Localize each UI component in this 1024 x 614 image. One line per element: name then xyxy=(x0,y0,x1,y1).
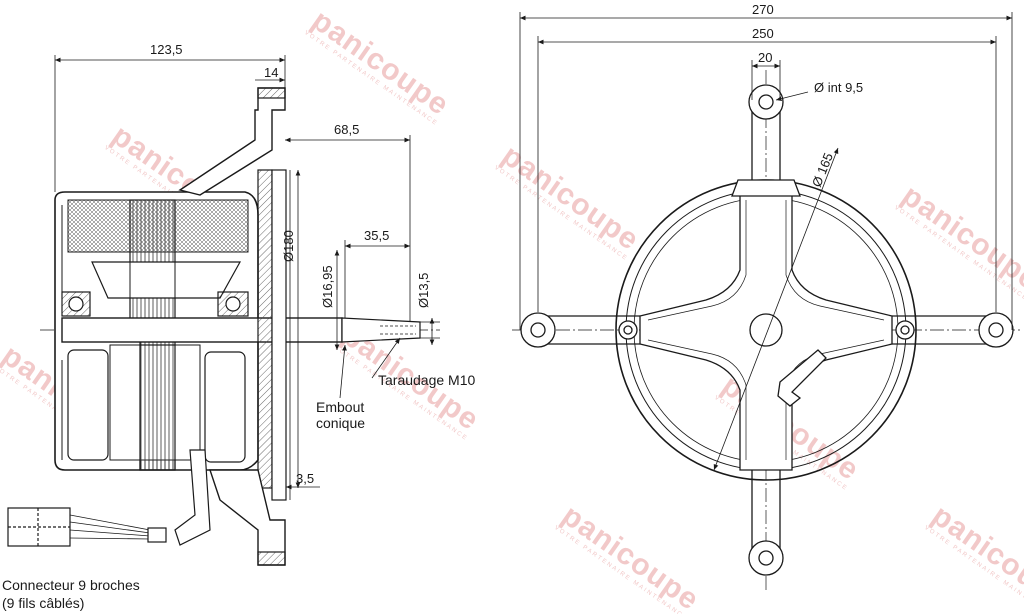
watermark-brand: panicoupe xyxy=(896,179,1024,297)
dim-flange-thickness: 14 xyxy=(264,65,278,80)
label-thread: Taraudage M10 xyxy=(378,372,476,388)
dim-arm-width: 20 xyxy=(758,50,772,65)
dim-taper-length: 35,5 xyxy=(364,228,389,243)
front-dimension-lines xyxy=(519,12,1013,471)
watermark-brand: panicoupe xyxy=(306,4,455,122)
dim-hole-diameter: Ø int 9,5 xyxy=(814,80,863,95)
dim-length-overall: 123,5 xyxy=(150,42,183,57)
dim-gap: 3,5 xyxy=(296,471,314,486)
dim-shaft-diameter: Ø16,95 xyxy=(320,265,335,308)
label-tip-line2: conique xyxy=(316,415,365,431)
dim-overall-span: 270 xyxy=(752,2,774,17)
motor-dimension-lines xyxy=(54,55,440,490)
dim-flange-diameter: Ø180 xyxy=(281,230,296,262)
watermark-brand: panicoupe xyxy=(496,139,645,257)
dim-tip-diameter: Ø13,5 xyxy=(416,273,431,308)
label-connector-line2: (9 fils câblés) xyxy=(2,595,84,611)
dim-ring-diameter: Ø 165 xyxy=(809,151,836,189)
label-tip-line1: Embout xyxy=(316,399,364,415)
label-connector-line1: Connecteur 9 broches xyxy=(2,577,140,593)
watermark-brand: panicoupe xyxy=(556,499,705,614)
watermark-brand: panicoupe xyxy=(926,499,1024,614)
dim-shaft-length: 68,5 xyxy=(334,122,359,137)
motor-section-view xyxy=(7,87,440,566)
dim-hole-span: 250 xyxy=(752,26,774,41)
